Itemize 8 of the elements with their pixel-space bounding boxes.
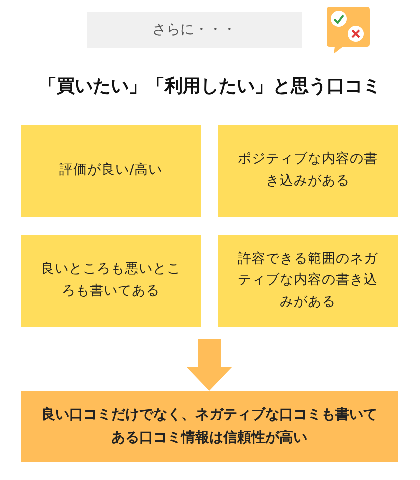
note-box: さらに・・・: [87, 12, 302, 48]
point-box: 良いところも悪いところも書いてある: [21, 235, 201, 327]
down-arrow: [186, 339, 232, 391]
conclusion-box: 良い口コミだけでなく、ネガティブな口コミも書いてある口コミ情報は信頼性が高い: [21, 391, 398, 462]
point-box: ポジティブな内容の書き込みがある: [218, 125, 398, 217]
point-box: 許容できる範囲のネガティブな内容の書き込みがある: [218, 235, 398, 327]
point-box: 評価が良い/高い: [21, 125, 201, 217]
title: 「買いたい」「利用したい」と思う口コミ: [39, 75, 381, 99]
